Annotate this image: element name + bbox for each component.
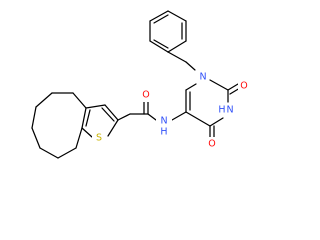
atom-label-h-n3: H bbox=[218, 105, 225, 116]
atom-bg bbox=[214, 103, 236, 117]
phenyl-ring bbox=[149, 10, 187, 53]
molecule-canvas: N H N O O N H O S bbox=[31, 10, 250, 159]
atom-label-h-amide: H bbox=[160, 127, 167, 138]
atom-bg bbox=[92, 131, 106, 145]
pyrimidinedione-ring bbox=[185, 79, 241, 139]
atom-bg bbox=[238, 79, 250, 93]
atom-label-o-c4: O bbox=[208, 139, 215, 150]
atom-label-n3: N bbox=[226, 105, 233, 116]
amide-linkage bbox=[117, 101, 187, 121]
atom-label-s: S bbox=[96, 133, 102, 144]
cyclooctane-ring bbox=[31, 92, 87, 159]
structure-drawing: N H N O O N H O S bbox=[31, 10, 250, 159]
benzyl-ch2-bond bbox=[167, 51, 196, 71]
atom-label-o-amide: O bbox=[142, 90, 149, 101]
thiophene-ring bbox=[81, 104, 119, 138]
atom-labels: N H N O O N H O S bbox=[92, 70, 250, 151]
atom-bg bbox=[206, 137, 218, 151]
atom-bg bbox=[140, 88, 152, 102]
atom-bg bbox=[197, 70, 209, 84]
atom-bg bbox=[156, 114, 172, 138]
atom-label-o-c2: O bbox=[240, 81, 247, 92]
atom-label-n-amide: N bbox=[160, 116, 167, 127]
atom-label-n1: N bbox=[199, 72, 206, 83]
